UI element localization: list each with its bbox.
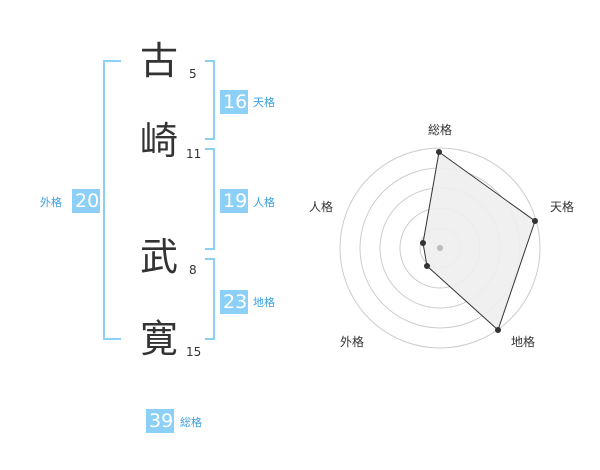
radar-points [420,149,538,333]
gaikaku-value-badge: 20 [72,189,100,213]
radar-ring-5 [339,147,541,349]
stroke-count-1: 5 [189,67,197,81]
radar-point-gaikaku [424,263,430,269]
stroke-count-2: 11 [186,147,202,161]
radar-label-tenkaku: 天格 [550,200,575,214]
jinkaku-value-badge: 19 [220,189,248,213]
name-char-4: 寛 [140,317,179,361]
radar-label-chikaku: 地格 [511,335,536,349]
tenkaku-value-badge: 16 [220,90,248,114]
radar-value-polygon [422,151,536,331]
tenkaku-label: 天格 [253,96,275,109]
name-char-3: 武 [140,235,179,279]
name-char-2: 崎 [140,119,179,163]
soukaku-label: 総格 [180,416,202,429]
name-char-1: 古 [140,39,179,83]
radar-point-soukaku [436,149,442,155]
chikaku-value-badge: 23 [220,290,248,314]
stroke-count-4: 15 [186,345,202,359]
soukaku-value-badge: 39 [146,409,174,433]
radar-point-jinkaku [420,240,426,246]
fortune-radar-chart [339,147,541,349]
jinkaku-label: 人格 [253,196,275,209]
radar-label-gaikaku: 外格 [340,335,365,349]
radar-point-chikaku [495,327,501,333]
gaikaku-label: 外格 [40,196,62,209]
radar-label-jinkaku: 人格 [309,200,334,214]
radar-center-dot [437,245,443,251]
stroke-count-3: 8 [189,263,197,277]
radar-label-soukaku: 総格 [428,123,453,137]
chikaku-label: 地格 [253,296,275,309]
radar-point-tenkaku [532,218,538,224]
